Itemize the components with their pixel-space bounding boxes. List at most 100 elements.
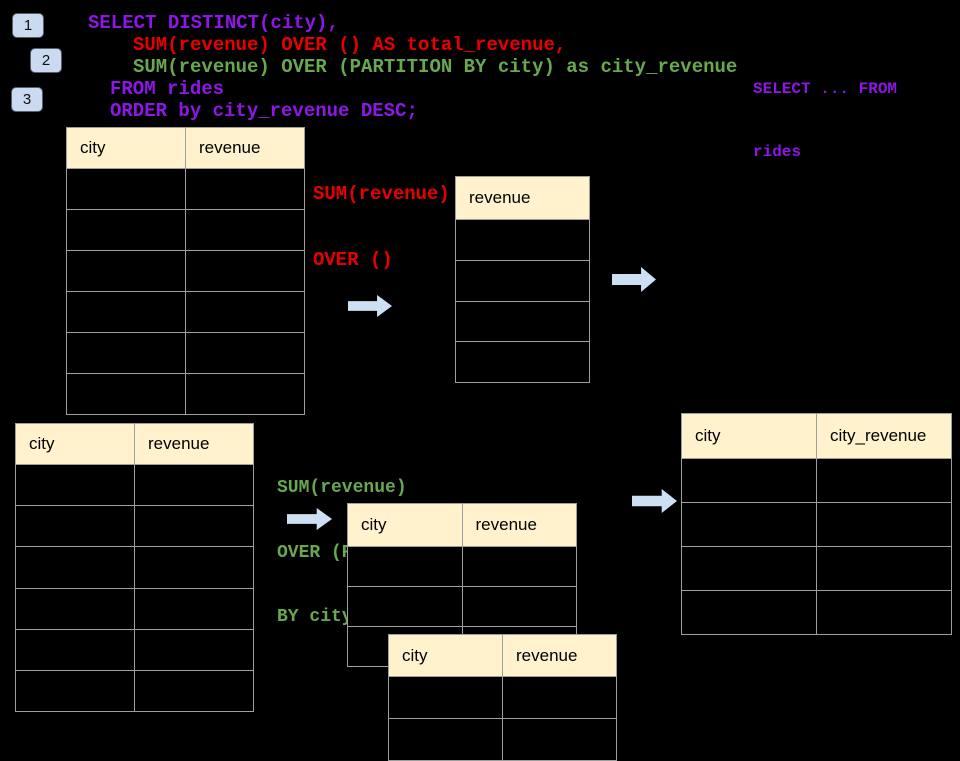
table-row bbox=[67, 168, 304, 209]
column-header-city: city bbox=[682, 414, 817, 458]
table-row bbox=[67, 291, 304, 332]
sql-line-order: ORDER by city_revenue DESC; bbox=[110, 100, 418, 122]
sql-line-total: SUM(revenue) OVER () AS total_revenue, bbox=[133, 34, 567, 56]
table-cell bbox=[817, 503, 951, 546]
sql-line-select: SELECT DISTINCT(city), bbox=[88, 12, 339, 34]
table-cell bbox=[135, 671, 253, 711]
table-cell bbox=[186, 210, 304, 250]
table-row bbox=[16, 669, 253, 712]
slide-canvas: { "colors": { "background": "#000000", "… bbox=[11, 12, 952, 761]
total-revenue-note-line1: SUM(revenue) bbox=[313, 183, 450, 205]
sql-line-partition: SUM(revenue) OVER (PARTITION BY city) as… bbox=[133, 56, 738, 78]
table-cell bbox=[16, 670, 135, 712]
table-cell bbox=[456, 302, 589, 342]
table-cell bbox=[682, 591, 817, 634]
column-header-city: city bbox=[67, 128, 186, 168]
step-badge-3: 3 bbox=[11, 87, 43, 112]
table-cell bbox=[186, 251, 304, 291]
table-cell bbox=[456, 220, 589, 260]
table-cell bbox=[503, 677, 616, 718]
table-cell bbox=[817, 591, 951, 634]
table-row bbox=[16, 587, 253, 629]
table-cell bbox=[135, 465, 253, 505]
column-header-revenue: revenue bbox=[148, 434, 210, 453]
column-header-revenue: revenue bbox=[199, 138, 261, 157]
table-row bbox=[456, 259, 589, 301]
table-cell bbox=[389, 677, 503, 718]
table-cell bbox=[67, 333, 186, 373]
table-partition-a-header: city revenue bbox=[348, 504, 576, 546]
table-row bbox=[16, 505, 253, 547]
table-cell bbox=[682, 547, 817, 590]
column-header-city: city bbox=[16, 424, 135, 464]
table-cell bbox=[135, 589, 253, 629]
table-cell bbox=[135, 547, 253, 587]
table-cell bbox=[67, 169, 186, 209]
table-row bbox=[456, 300, 589, 342]
table-cell bbox=[67, 210, 186, 250]
table-source-top-header: city revenue bbox=[67, 128, 304, 168]
table-row bbox=[456, 219, 589, 260]
arrow-right-icon bbox=[348, 295, 392, 317]
step-badge-2-label: 2 bbox=[41, 52, 51, 69]
column-header-city: city bbox=[389, 635, 503, 676]
table-row bbox=[16, 628, 253, 670]
table-cell bbox=[682, 503, 817, 546]
table-row bbox=[16, 546, 253, 588]
table-row bbox=[67, 250, 304, 291]
partition-note-line1: SUM(revenue) bbox=[277, 478, 407, 498]
table-row bbox=[682, 546, 951, 590]
table-source-top-body bbox=[67, 168, 304, 414]
table-row bbox=[348, 586, 576, 626]
table-row bbox=[682, 590, 951, 634]
table-row bbox=[16, 464, 253, 506]
table-cell bbox=[463, 587, 577, 626]
table-partition-b-body bbox=[389, 676, 616, 760]
table-cell bbox=[503, 719, 616, 760]
table-cell bbox=[67, 251, 186, 291]
table-row bbox=[682, 458, 951, 502]
table-cell bbox=[456, 261, 589, 301]
table-row bbox=[67, 209, 304, 250]
table-cell bbox=[456, 342, 589, 382]
table-partition-b-header: city revenue bbox=[389, 635, 616, 676]
column-header-revenue: revenue bbox=[516, 645, 578, 665]
table-row bbox=[389, 718, 616, 760]
table-cell bbox=[389, 719, 503, 760]
table-cell bbox=[186, 333, 304, 373]
from-clause-note: SELECT ... FROM rides bbox=[753, 37, 897, 184]
table-source-bottom-header: city revenue bbox=[16, 424, 253, 464]
table-cell bbox=[348, 547, 463, 586]
column-header-city-revenue: city_revenue bbox=[830, 426, 927, 445]
column-header-revenue: revenue bbox=[469, 188, 531, 207]
table-row bbox=[456, 341, 589, 382]
table-cell bbox=[186, 374, 304, 414]
table-cell bbox=[16, 465, 135, 506]
sql-line-from: FROM rides bbox=[110, 78, 225, 100]
table-total-revenue-body bbox=[456, 219, 589, 382]
column-header-revenue: revenue bbox=[475, 515, 537, 534]
step-badge-3-label: 3 bbox=[22, 91, 32, 108]
table-cell bbox=[16, 547, 135, 588]
table-cell bbox=[135, 506, 253, 546]
table-cell bbox=[67, 374, 186, 414]
arrow-right-icon bbox=[612, 267, 656, 292]
table-total-revenue: revenue bbox=[455, 176, 590, 383]
table-cell bbox=[135, 630, 253, 670]
table-row bbox=[67, 332, 304, 373]
table-source-top: city revenue bbox=[66, 127, 305, 415]
from-clause-note-line2: rides bbox=[753, 143, 802, 161]
table-cell bbox=[817, 547, 951, 590]
arrow-right-icon bbox=[632, 489, 677, 513]
table-cell bbox=[463, 547, 577, 586]
step-badge-1: 1 bbox=[12, 13, 44, 38]
total-revenue-note: SUM(revenue) OVER () bbox=[313, 139, 450, 293]
table-source-bottom-body bbox=[16, 464, 253, 712]
table-result-header: city city_revenue bbox=[682, 414, 951, 458]
table-total-revenue-header: revenue bbox=[456, 177, 589, 219]
table-cell bbox=[817, 459, 951, 502]
table-row bbox=[67, 373, 304, 414]
table-cell bbox=[67, 292, 186, 332]
table-cell bbox=[16, 506, 135, 547]
table-partition-b: city revenue bbox=[388, 634, 617, 761]
